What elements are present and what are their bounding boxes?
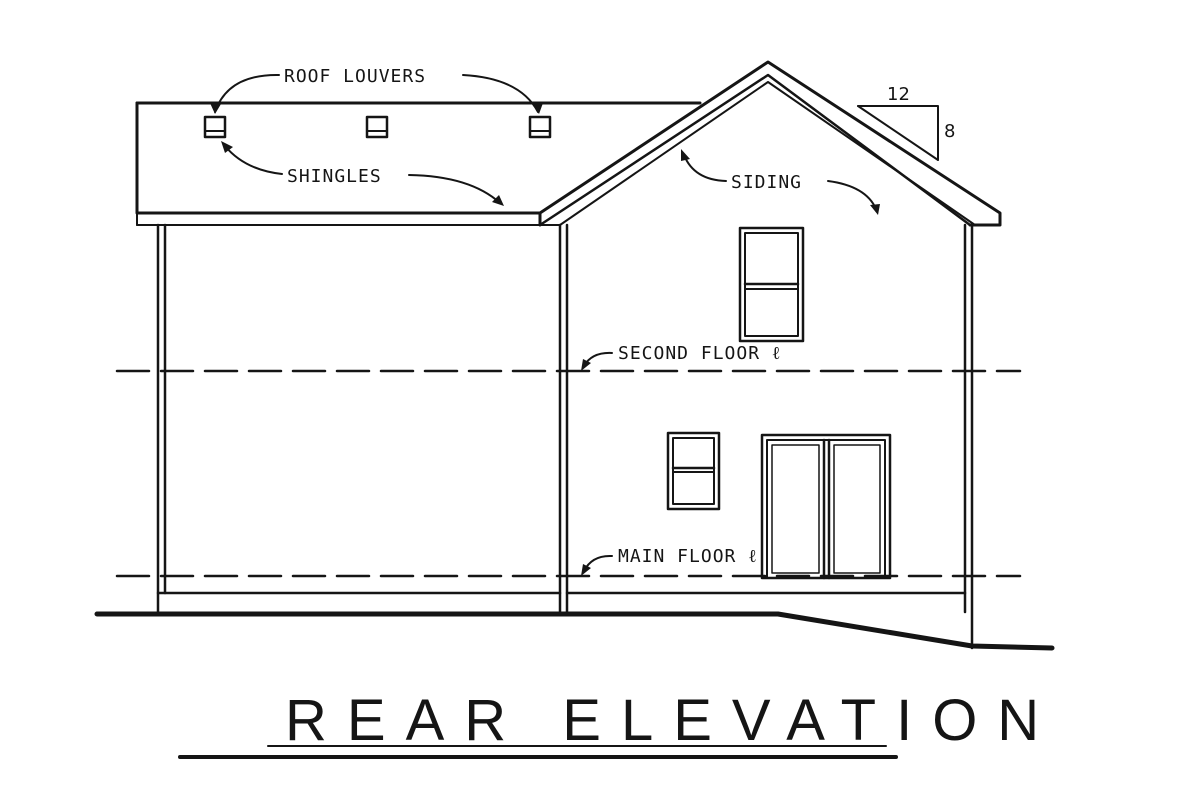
- roof-louver: [528, 115, 552, 139]
- upper-window: [738, 226, 805, 343]
- drawing-title: REAR ELEVATION: [285, 688, 1059, 753]
- siding-leader-right: [827, 180, 877, 210]
- siding-label: SIDING: [731, 172, 802, 193]
- left-wing-walls: [156, 223, 562, 614]
- leader-arrowhead: [681, 149, 690, 161]
- leader-arrowhead: [581, 564, 591, 576]
- roof-pitch-symbol: 12 8: [857, 84, 955, 161]
- leader-arrowhead: [581, 359, 591, 371]
- leader-arrowhead: [492, 195, 504, 206]
- gable-roof: [538, 60, 1002, 227]
- grade-line: [94, 611, 1055, 651]
- gable-walls: [558, 223, 974, 650]
- shingles-leader-right: [408, 174, 501, 204]
- leader-arrowhead: [532, 103, 543, 114]
- roof-louver: [365, 115, 389, 139]
- roof-louvers-leader-left: [214, 73, 280, 113]
- roof-louvers-label: ROOF LOUVERS: [284, 66, 426, 87]
- siding-leader-left: [683, 154, 727, 182]
- leader-arrowhead: [870, 204, 880, 215]
- pitch-rise: 8: [944, 121, 955, 142]
- left-wing-roof: [135, 101, 702, 227]
- main-floor-label: MAIN FLOOR ℓ: [618, 546, 758, 567]
- pitch-run: 12: [887, 84, 910, 105]
- lower-window: [666, 431, 721, 511]
- shingles-label: SHINGLES: [287, 166, 382, 187]
- leader-arrowhead: [221, 141, 233, 153]
- second-floor-label: SECOND FLOOR ℓ: [618, 343, 782, 364]
- roof-louvers-leader-right: [462, 74, 539, 113]
- leader-arrowhead: [210, 103, 221, 114]
- shingles-leader-left: [224, 145, 283, 175]
- roof-louver: [203, 115, 227, 139]
- patio-door: [760, 433, 892, 580]
